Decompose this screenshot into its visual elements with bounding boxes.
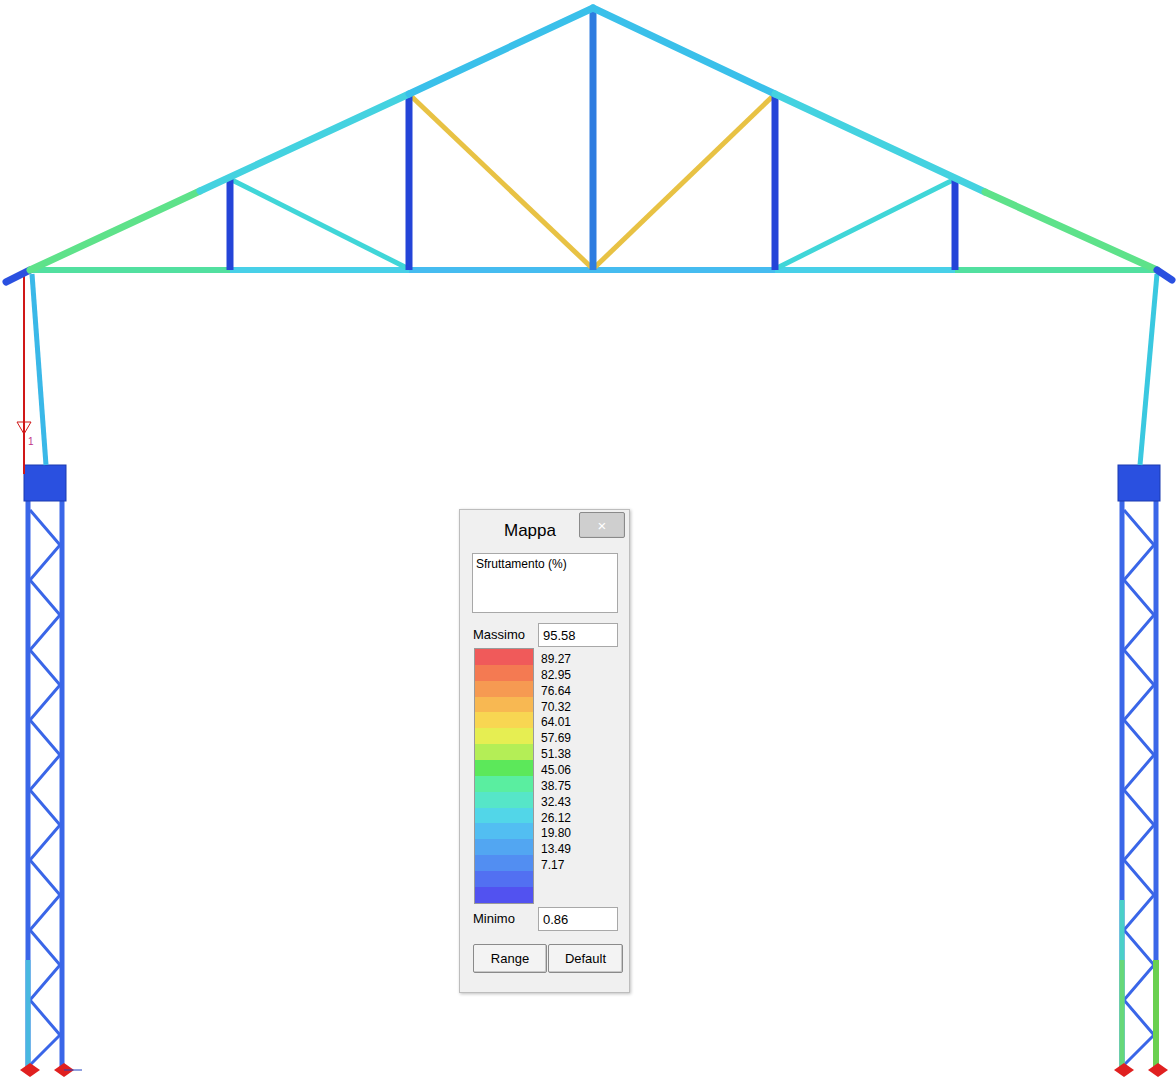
load-number: 1 <box>28 436 34 447</box>
legend-swatch <box>475 760 533 776</box>
map-panel: MappaMassimoMinimo×Sfruttamento (%)95.58… <box>459 509 630 993</box>
legend-swatch <box>475 871 533 887</box>
legend-swatch <box>475 697 533 713</box>
legend-value: 82.95 <box>541 669 571 682</box>
post <box>1140 274 1157 465</box>
legend-swatch <box>475 839 533 855</box>
max-field-text: 95.58 <box>543 628 576 643</box>
load-marker <box>23 276 25 474</box>
legend-value: 64.01 <box>541 716 571 729</box>
legend-value: 45.06 <box>541 764 571 777</box>
legend-value: 57.69 <box>541 732 571 745</box>
legend-value: 26.12 <box>541 812 571 825</box>
legend-value: 51.38 <box>541 748 571 761</box>
vertical <box>230 10 955 270</box>
quantity-field-text: Sfruttamento (%) <box>476 557 567 571</box>
legend: 89.27 82.95 76.64 70.32 64.01 57.69 51.38 45.06… <box>460 510 629 992</box>
field-label: Massimo <box>473 627 525 642</box>
legend-value: 32.43 <box>541 796 571 809</box>
range-button-text: Range <box>474 951 546 966</box>
legend-swatch <box>475 855 533 871</box>
legend-value: 76.64 <box>541 685 571 698</box>
top-chord <box>6 8 1172 282</box>
legend-value: 89.27 <box>541 653 571 666</box>
legend-swatch <box>475 744 533 760</box>
legend-swatch <box>475 792 533 808</box>
default-button-text: Default <box>549 951 622 966</box>
legend-value: 13.49 <box>541 843 571 856</box>
close-button-text: × <box>580 517 624 534</box>
default-button: Default <box>548 944 623 973</box>
close-button: × <box>579 512 625 538</box>
legend-swatch <box>475 681 533 697</box>
legend-swatch <box>475 808 533 824</box>
left-column <box>28 500 62 1068</box>
support-symbol <box>20 1063 1168 1077</box>
column-cap <box>1118 465 1160 501</box>
field-label: Minimo <box>473 911 515 926</box>
column-cap <box>24 465 66 501</box>
column-chord <box>1120 960 1125 1068</box>
range-button: Range <box>473 944 547 973</box>
legend-swatch <box>475 823 533 839</box>
legend-swatch <box>475 649 533 665</box>
min-field-text: 0.86 <box>543 912 568 927</box>
column-chord <box>1153 960 1159 1068</box>
legend-value: 7.17 <box>541 859 564 872</box>
legend-swatch <box>475 776 533 792</box>
max-field: 95.58 <box>538 623 618 647</box>
right-column <box>1122 500 1156 1068</box>
min-field: 0.86 <box>538 907 618 931</box>
column-chord <box>26 960 31 1068</box>
legend-value: 38.75 <box>541 780 571 793</box>
legend-value: 19.80 <box>541 827 571 840</box>
legend-value: 70.32 <box>541 701 571 714</box>
legend-swatch <box>475 728 533 744</box>
legend-swatch <box>475 712 533 728</box>
post <box>32 274 46 465</box>
column-chord <box>1120 900 1125 1068</box>
legend-swatch <box>475 665 533 681</box>
quantity-field: Sfruttamento (%) <box>472 553 618 613</box>
